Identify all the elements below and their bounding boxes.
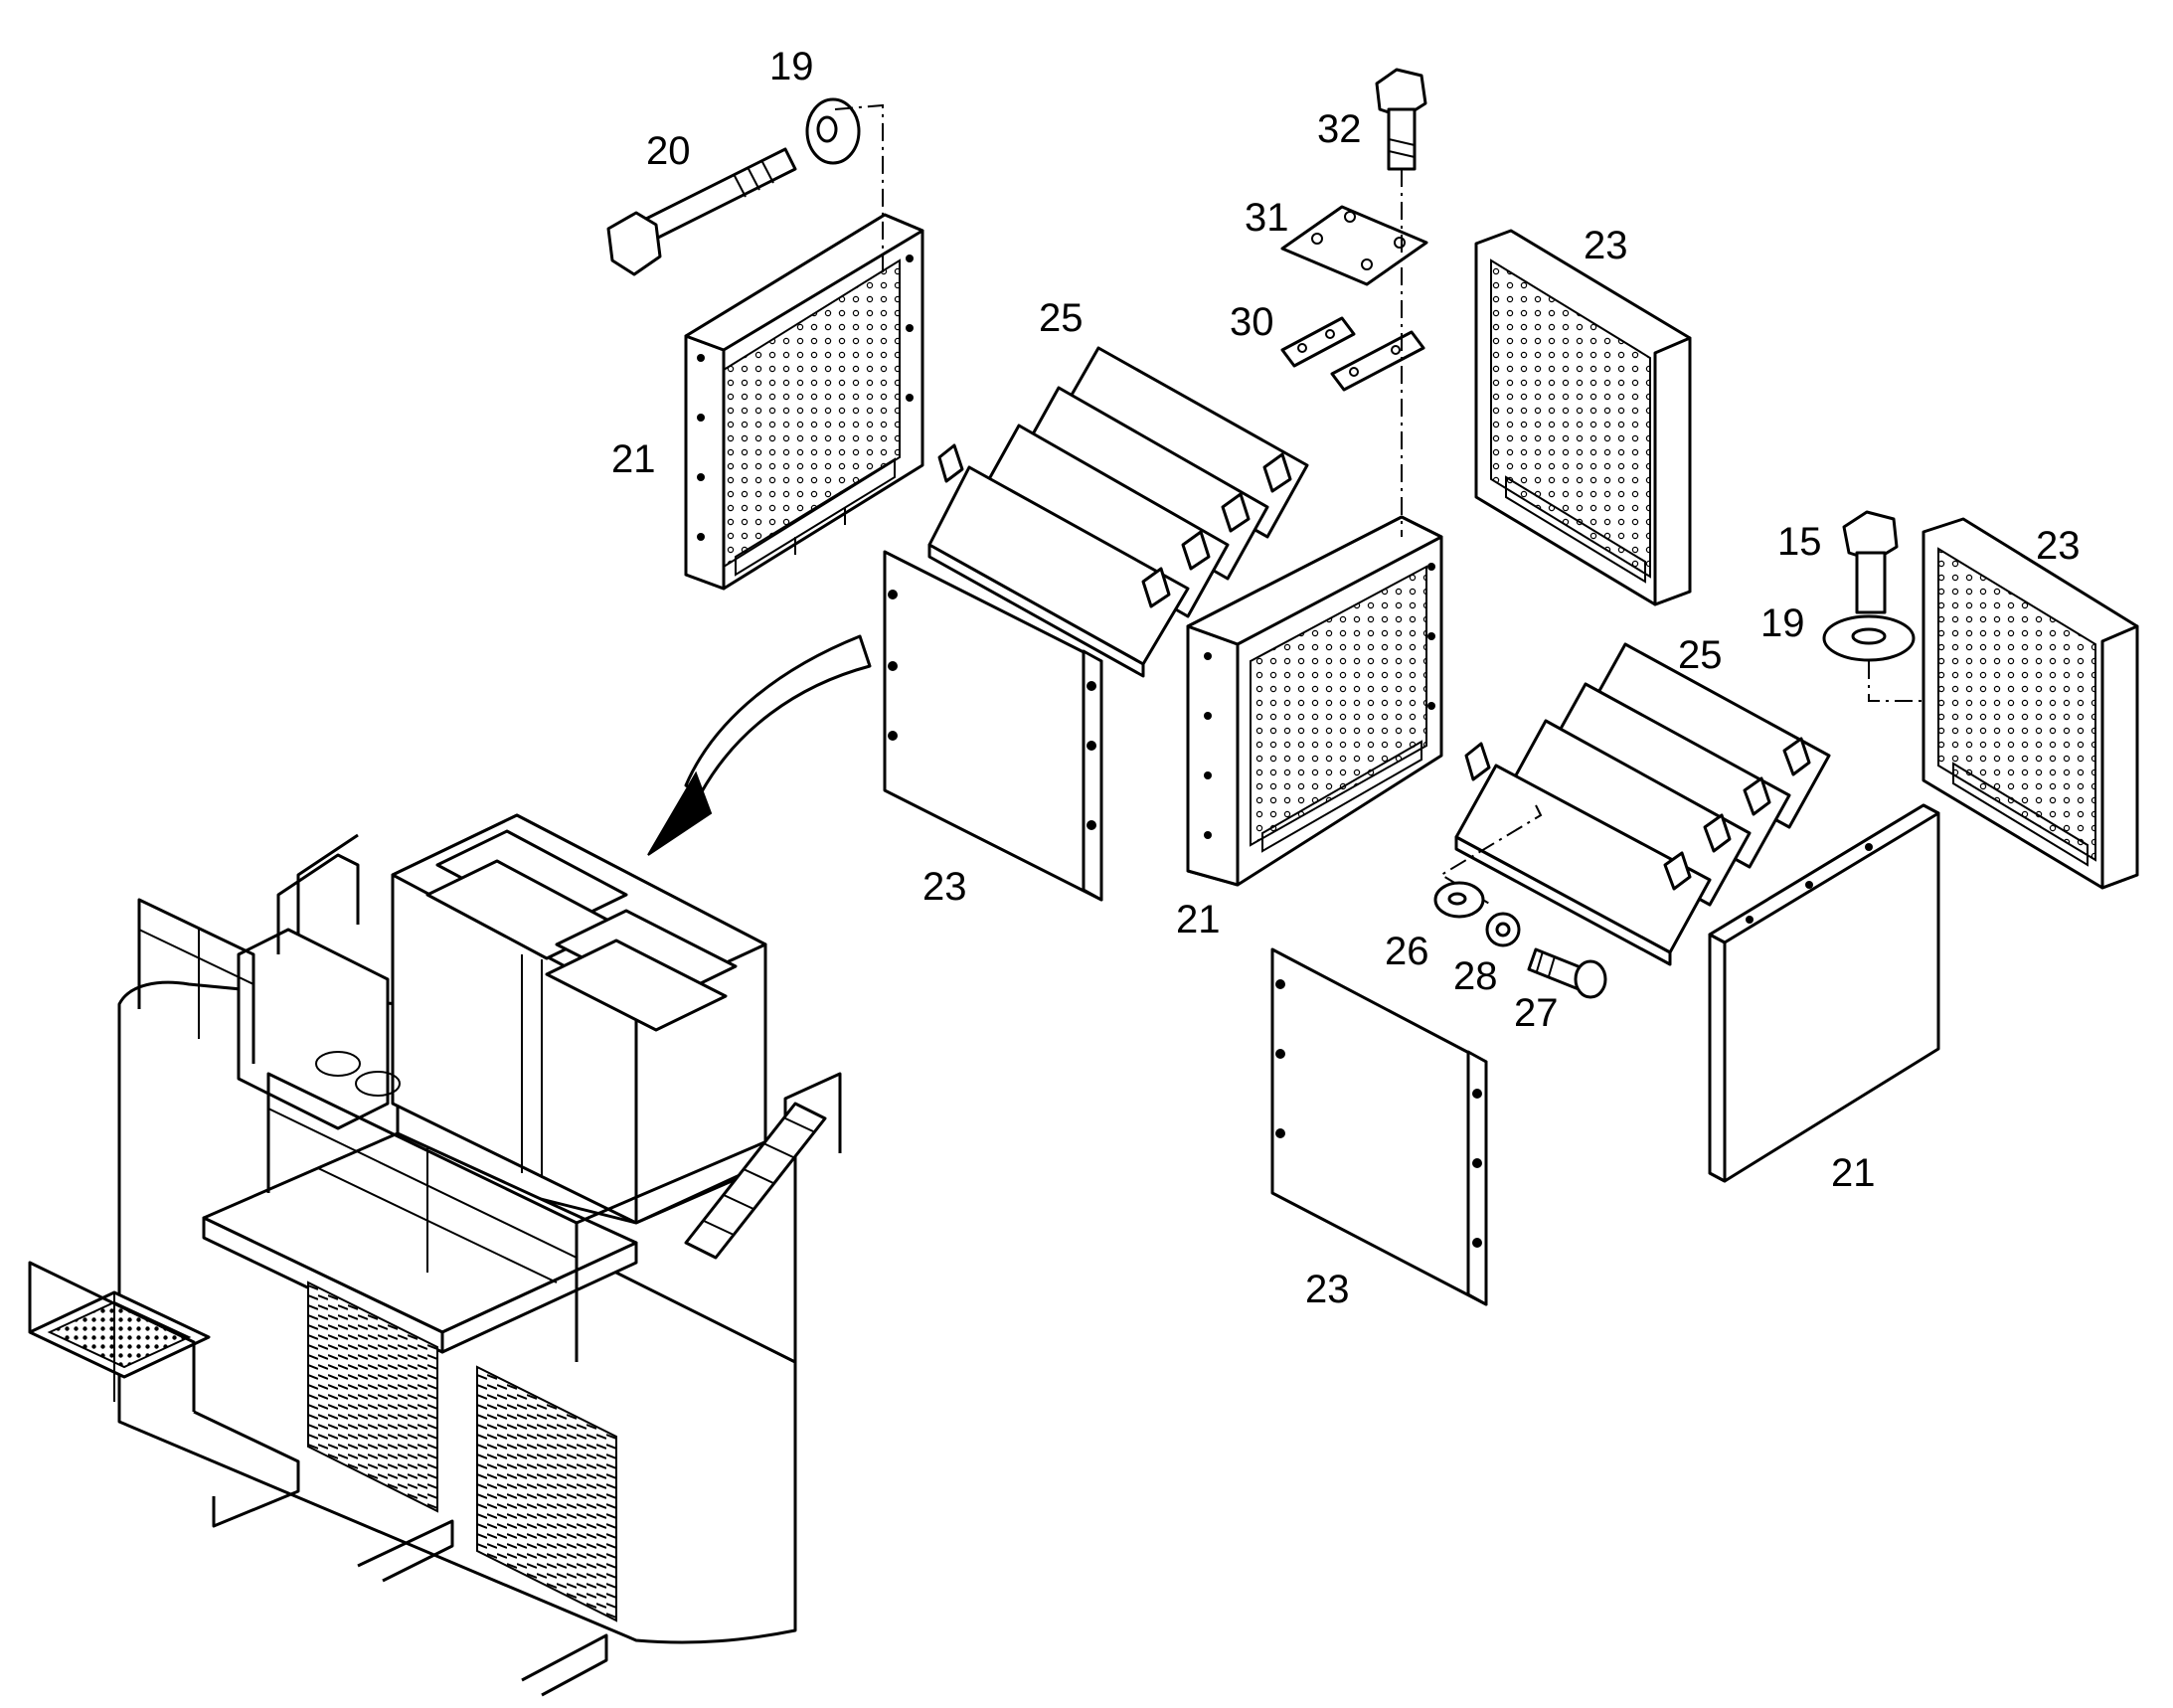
callout-23-bottom: 23 [1305,1268,1350,1311]
transfer-arrow [647,634,872,856]
side-panel-23-center [883,550,1103,902]
machine-assembly [28,813,842,1697]
callout-20: 20 [646,129,691,173]
frame-21-upper-left [684,213,924,591]
callout-21-center: 21 [1176,898,1221,941]
callout-labels: 19 20 21 25 23 32 31 30 23 15 19 23 25 2… [611,45,2081,1311]
bolt-32 [1375,68,1427,171]
callout-28: 28 [1453,954,1498,998]
callout-15: 15 [1777,520,1822,564]
callout-32: 32 [1317,107,1362,151]
louver-set-25-upper [927,346,1309,678]
screen-panel-23-far-right [1922,517,2139,890]
callout-27: 27 [1514,991,1559,1035]
washer-26 [1433,881,1485,919]
screw-27 [1527,947,1607,999]
lock-washer-28 [1485,912,1521,947]
side-panel-23-bottom [1270,947,1488,1306]
louver-set-25-lower [1454,642,1831,966]
callout-25-upper: 25 [1039,296,1084,340]
plate-31 [1280,205,1428,286]
callout-23-upper-right: 23 [1584,224,1628,267]
callout-26: 26 [1385,930,1429,973]
screen-panel-23-upper-right [1474,229,1692,606]
side-panel-21-right [1708,803,1940,1183]
callout-19-right: 19 [1760,601,1805,645]
callout-21-upper-left: 21 [611,437,656,481]
bolt-20 [606,147,797,276]
callout-25-lower: 25 [1678,633,1723,677]
callout-30: 30 [1230,300,1274,344]
callout-19-upper: 19 [769,45,814,88]
washer-19-right [1822,614,1916,662]
callout-23-far-right: 23 [2036,524,2081,568]
assembly-line-upper-left [834,103,884,273]
callout-31: 31 [1245,196,1289,240]
washer-19-upper [805,97,861,165]
callout-23-center: 23 [922,865,967,909]
bolt-15 [1842,510,1899,614]
frame-21-center [1186,515,1443,887]
callout-21-right: 21 [1831,1151,1876,1195]
